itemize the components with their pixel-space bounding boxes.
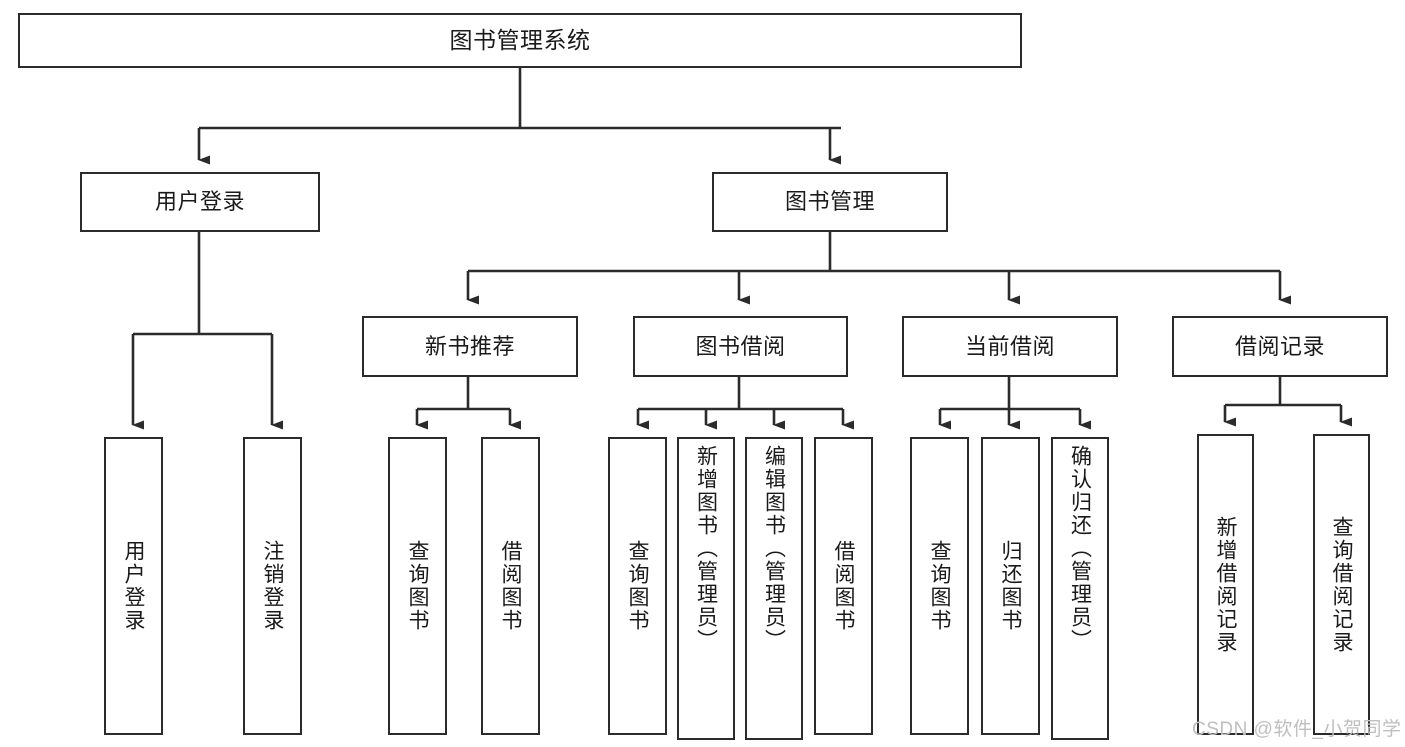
node-root-system[interactable]: 图书管理系统 <box>18 13 1022 68</box>
node-leaf-add-book-admin[interactable]: 新增图书（管理员） <box>677 437 735 740</box>
node-current-borrow[interactable]: 当前借阅 <box>902 316 1118 377</box>
node-book-borrow[interactable]: 图书借阅 <box>633 316 848 377</box>
node-leaf-query-book-recommend[interactable]: 查询图书 <box>388 437 447 735</box>
node-leaf-logout[interactable]: 注销登录 <box>243 437 302 735</box>
node-leaf-user-login[interactable]: 用户登录 <box>104 437 163 735</box>
node-leaf-query-borrow-record-label: 查询借阅记录 <box>1330 515 1353 654</box>
node-leaf-add-borrow-record[interactable]: 新增借阅记录 <box>1197 434 1254 735</box>
node-leaf-borrow-book[interactable]: 借阅图书 <box>814 437 873 735</box>
node-book-manage[interactable]: 图书管理 <box>712 172 948 232</box>
node-leaf-user-login-label: 用户登录 <box>122 540 145 632</box>
node-leaf-borrow-book-label: 借阅图书 <box>832 540 855 632</box>
node-leaf-return-book-label: 归还图书 <box>999 540 1022 632</box>
node-leaf-query-book-borrow-label: 查询图书 <box>626 540 649 632</box>
node-leaf-query-book-borrow[interactable]: 查询图书 <box>608 437 667 735</box>
node-book-manage-label: 图书管理 <box>784 189 875 215</box>
node-leaf-borrow-book-recommend[interactable]: 借阅图书 <box>481 437 540 735</box>
node-root-system-label: 图书管理系统 <box>449 27 591 54</box>
node-book-borrow-label: 图书借阅 <box>695 333 786 359</box>
node-leaf-return-book[interactable]: 归还图书 <box>981 437 1040 735</box>
node-new-book-recommend[interactable]: 新书推荐 <box>362 316 578 377</box>
node-leaf-query-book-recommend-label: 查询图书 <box>406 540 429 632</box>
node-leaf-query-book-current-label: 查询图书 <box>928 540 951 632</box>
node-leaf-add-borrow-record-label: 新增借阅记录 <box>1214 515 1237 654</box>
node-leaf-edit-book-admin[interactable]: 编辑图书（管理员） <box>745 437 803 740</box>
node-borrow-record[interactable]: 借阅记录 <box>1172 316 1388 377</box>
csdn-watermark: CSDN @软件_小贺同学 <box>1192 719 1402 740</box>
node-user-login[interactable]: 用户登录 <box>80 172 320 232</box>
node-leaf-add-book-admin-label: 新增图书（管理员） <box>694 445 718 652</box>
node-leaf-edit-book-admin-label: 编辑图书（管理员） <box>762 445 786 652</box>
node-borrow-record-label: 借阅记录 <box>1234 333 1325 359</box>
node-leaf-confirm-return-admin[interactable]: 确认归还（管理员） <box>1051 437 1109 740</box>
node-leaf-query-book-current[interactable]: 查询图书 <box>910 437 969 735</box>
node-current-borrow-label: 当前借阅 <box>964 333 1055 359</box>
node-leaf-confirm-return-admin-label: 确认归还（管理员） <box>1068 445 1092 652</box>
node-user-login-label: 用户登录 <box>154 189 245 215</box>
node-new-book-recommend-label: 新书推荐 <box>424 333 515 359</box>
node-leaf-query-borrow-record[interactable]: 查询借阅记录 <box>1313 434 1370 735</box>
node-leaf-borrow-book-recommend-label: 借阅图书 <box>499 540 522 632</box>
node-leaf-logout-label: 注销登录 <box>261 540 284 632</box>
